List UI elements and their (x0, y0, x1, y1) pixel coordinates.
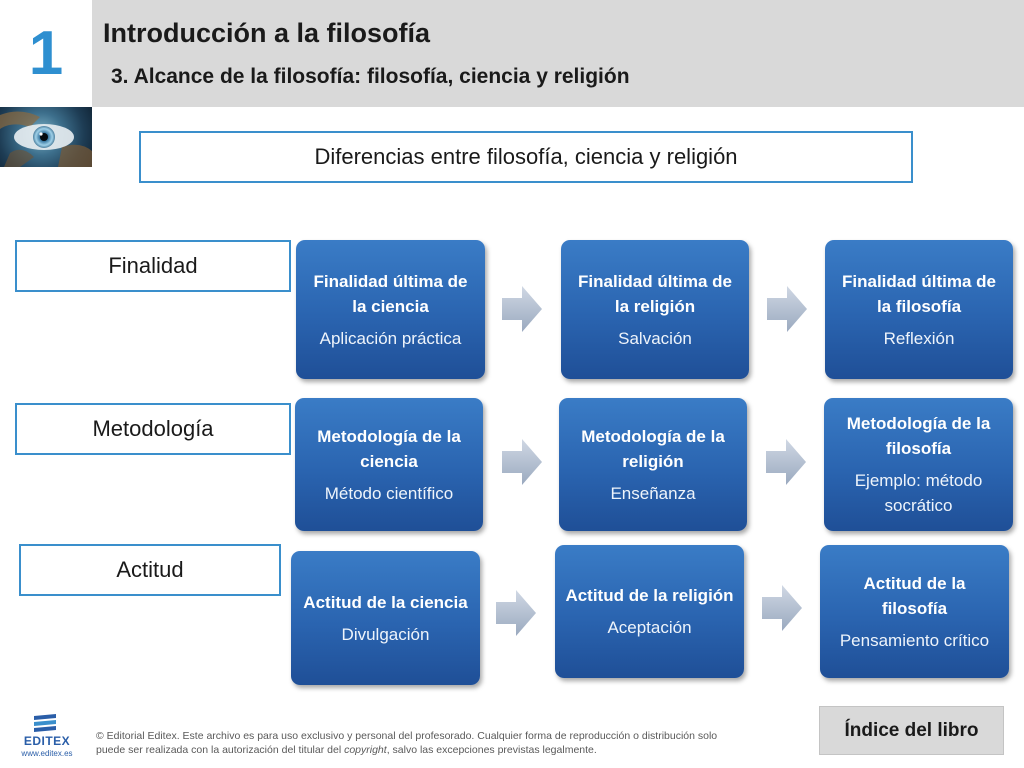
editex-logo-icon (34, 714, 56, 732)
logo-text: EDITEX (23, 734, 71, 748)
card-heading: Finalidad última de la ciencia (313, 271, 468, 316)
card-heading: Actitud de la religión (565, 586, 734, 605)
book-index-button[interactable]: Índice del libro (819, 706, 1004, 755)
copyright-note: © Editorial Editex. Este archivo es para… (96, 729, 736, 757)
card-body: Reflexión (883, 328, 955, 348)
card-finalidad-ciencia: Finalidad última de la ciencia Aplicació… (296, 240, 485, 379)
row-label-metodologia: Metodología (15, 403, 291, 455)
card-body: Salvación (618, 328, 692, 348)
card-heading: Finalidad última de la religión (578, 271, 732, 316)
right-arrow-icon (502, 286, 542, 332)
copyright-word: copyright (344, 744, 387, 756)
header-band (92, 0, 1024, 107)
slide-title: Introducción a la filosofía (103, 18, 431, 48)
card-body: Aceptación (607, 618, 692, 637)
row-label-finalidad: Finalidad (15, 240, 291, 292)
card-finalidad-filosofia: Finalidad última de la filosofía Reflexi… (825, 240, 1013, 379)
right-arrow-icon (766, 439, 806, 485)
diagram-title: Diferencias entre filosofía, ciencia y r… (139, 131, 913, 183)
card-heading: Metodología de la filosofía (846, 414, 991, 458)
card-body: Aplicación práctica (319, 328, 462, 348)
cover-image (0, 107, 92, 167)
right-arrow-icon (767, 286, 807, 332)
slide-subtitle: 3. Alcance de la filosofía: filosofía, c… (111, 65, 630, 88)
card-metodologia-ciencia: Metodología de la ciencia Método científ… (295, 398, 483, 531)
logo-url: www.editex.es (21, 749, 73, 758)
card-heading: Metodología de la ciencia (317, 426, 461, 471)
card-heading: Metodología de la religión (581, 426, 725, 471)
right-arrow-icon (762, 585, 802, 631)
right-arrow-icon (502, 439, 542, 485)
row-label-actitud: Actitud (19, 544, 281, 596)
card-heading: Actitud de la filosofía (863, 573, 966, 618)
chapter-number: 1 (0, 0, 92, 107)
card-metodologia-filosofia: Metodología de la filosofía Ejemplo: mét… (824, 398, 1013, 531)
card-heading: Actitud de la ciencia (303, 592, 468, 612)
card-body: Divulgación (341, 624, 430, 644)
editex-logo: EDITEX www.editex.es (18, 712, 74, 762)
copyright-note-text: © Editorial Editex. Este archivo es para… (96, 730, 718, 756)
card-body: Método científico (324, 483, 454, 503)
card-finalidad-religion: Finalidad última de la religión Salvació… (561, 240, 749, 379)
earth-eye-icon (0, 111, 92, 167)
card-body: Enseñanza (610, 483, 696, 503)
right-arrow-icon (496, 590, 536, 636)
copyright-note-tail: , salvo las excepciones previstas legalm… (386, 744, 597, 756)
card-metodologia-religion: Metodología de la religión Enseñanza (559, 398, 747, 531)
card-body: Pensamiento crítico (839, 630, 990, 650)
card-actitud-ciencia: Actitud de la ciencia Divulgación (291, 551, 480, 685)
card-heading: Finalidad última de la filosofía (842, 271, 996, 316)
card-actitud-filosofia: Actitud de la filosofía Pensamiento crít… (820, 545, 1009, 678)
card-body: Ejemplo: método socrático (854, 471, 983, 515)
card-actitud-religion: Actitud de la religión Aceptación (555, 545, 744, 678)
